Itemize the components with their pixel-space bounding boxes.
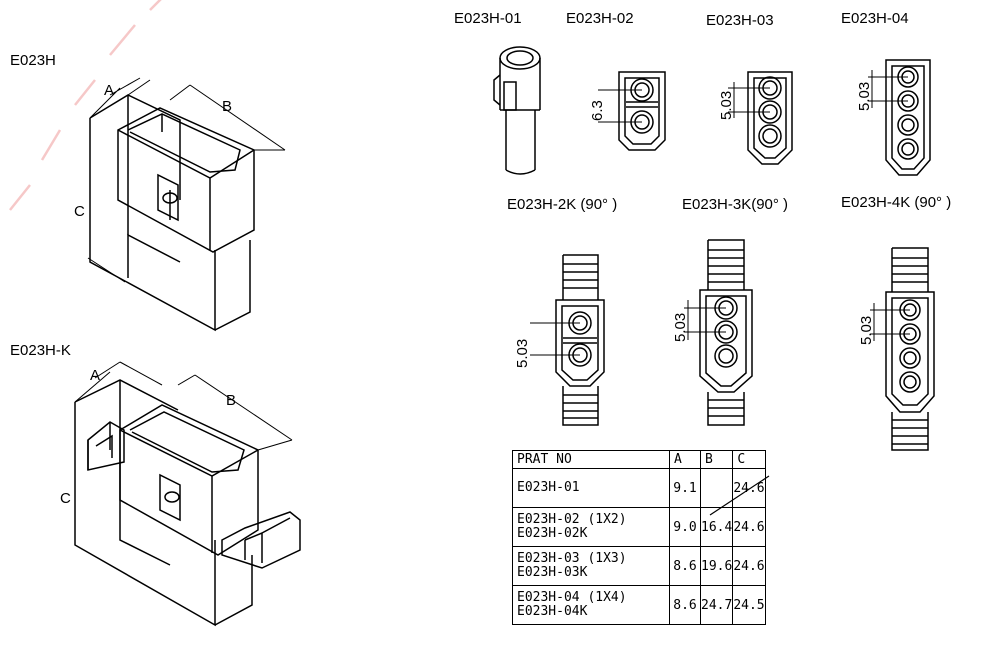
view-label-e023h-2k: E023H-2K (90° ) — [507, 196, 618, 213]
table-cell-b: 24.7 — [699, 585, 734, 625]
dim-letter-b-2: B — [226, 392, 237, 409]
view-e023h-02-shape — [598, 71, 666, 151]
dim-e023h-3k: 5.03 — [672, 313, 689, 342]
iso-title-e023h: E023H — [10, 52, 56, 69]
table-cell-b: 16.4 — [699, 507, 734, 547]
table-header-a: A — [669, 450, 701, 469]
view-label-e023h-01: E023H-01 — [454, 10, 522, 27]
view-e023h-4k-shape — [870, 247, 935, 451]
table-cell-a: 9.0 — [669, 507, 701, 547]
view-label-e023h-4k: E023H-4K (90° ) — [841, 194, 952, 211]
view-e023h-01-shape — [493, 46, 541, 175]
view-e023h-03-shape — [728, 71, 793, 165]
table-cell-c: 24.6 — [732, 468, 766, 508]
view-label-e023h-04: E023H-04 — [841, 10, 909, 27]
parts-dimension-table: PRAT NO A B C E023H-01 9.1 24.6 E023H-02… — [512, 450, 766, 625]
table-row: E023H-04 (1X4)E023H-04K 8.6 24.7 24.5 — [512, 585, 766, 625]
dim-letter-a-2: A — [90, 367, 101, 384]
view-label-e023h-03: E023H-03 — [706, 12, 774, 29]
table-cell-part: E023H-02 (1X2)E023H-02K — [512, 507, 670, 547]
table-cell-a: 9.1 — [669, 468, 701, 508]
table-cell-a: 8.6 — [669, 546, 701, 586]
table-cell-part: E023H-04 (1X4)E023H-04K — [512, 585, 670, 625]
dim-e023h-02: 6.3 — [589, 100, 606, 121]
table-cell-part: E023H-01 — [512, 468, 670, 508]
watermark — [9, 0, 162, 211]
dim-letter-c-2: C — [60, 490, 71, 507]
table-header-row: PRAT NO A B C — [512, 450, 766, 469]
table-row: E023H-03 (1X3)E023H-03K 8.6 19.6 24.6 — [512, 546, 766, 586]
dim-e023h-4k: 5.03 — [858, 316, 875, 345]
iso-view-e023h-k — [74, 361, 301, 627]
view-label-e023h-3k: E023H-3K(90° ) — [682, 196, 789, 213]
table-header-b: B — [699, 450, 734, 469]
dim-letter-b-1: B — [222, 98, 233, 115]
table-header-part: PRAT NO — [512, 450, 670, 469]
table-cell-c: 24.5 — [732, 585, 766, 625]
table-row: E023H-01 9.1 24.6 — [512, 468, 766, 508]
table-header-c: C — [732, 450, 766, 469]
dim-letter-a-1: A — [104, 82, 115, 99]
view-e023h-04-shape — [868, 59, 931, 176]
iso-view-e023h — [87, 77, 286, 332]
table-row: E023H-02 (1X2)E023H-02K 9.0 16.4 24.6 — [512, 507, 766, 547]
dim-letter-c-1: C — [74, 203, 85, 220]
table-cell-part: E023H-03 (1X3)E023H-03K — [512, 546, 670, 586]
view-e023h-2k-shape — [530, 254, 605, 426]
dim-e023h-04: 5.03 — [856, 82, 873, 111]
table-cell-c: 24.6 — [732, 546, 766, 586]
table-cell-c: 24.6 — [732, 507, 766, 547]
iso-title-e023h-k: E023H-K — [10, 342, 71, 359]
view-label-e023h-02: E023H-02 — [566, 10, 634, 27]
table-cell-a: 8.6 — [669, 585, 701, 625]
table-cell-b — [699, 468, 734, 508]
dim-e023h-03: 5.03 — [718, 91, 735, 120]
view-e023h-3k-shape — [684, 239, 753, 426]
dim-e023h-2k: 5.03 — [514, 339, 531, 368]
table-cell-b: 19.6 — [699, 546, 734, 586]
